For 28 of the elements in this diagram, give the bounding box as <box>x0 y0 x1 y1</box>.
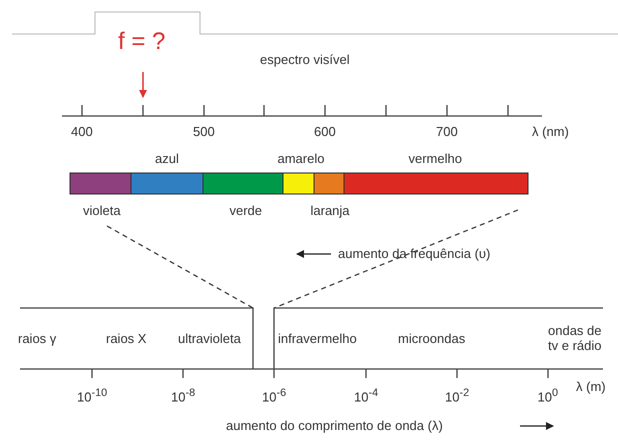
axis-label: λ (nm) <box>532 124 569 139</box>
color-name: amarelo <box>278 151 324 166</box>
region-label: raios X <box>106 331 146 346</box>
region-label: raios γ <box>18 331 56 346</box>
color-name: azul <box>155 151 179 166</box>
region-label: ultravioleta <box>178 331 241 346</box>
region-label: infravermelho <box>278 331 357 346</box>
color-name: vermelho <box>408 151 462 166</box>
region-label: microondas <box>398 331 466 346</box>
axis-label: λ (m) <box>576 379 606 394</box>
tick-label: 10$^{-8}$ <box>171 386 196 404</box>
annotation-text: aumento do comprimento de onda (λ) <box>226 418 443 433</box>
tick-label: 500 <box>193 124 215 139</box>
tick-label: 400 <box>71 124 93 139</box>
tick-label: 10$^{-2}$ <box>445 386 470 404</box>
annotation-text: aumento da frequência (υ) <box>338 246 490 261</box>
color-name: verde <box>230 203 262 218</box>
color-name: laranja <box>310 203 350 218</box>
tick-label: 10$^{0}$ <box>538 386 558 404</box>
color-name: violeta <box>83 203 121 218</box>
tick-label: 10$^{-4}$ <box>354 386 378 404</box>
tick-label: 600 <box>314 124 336 139</box>
spectrum-title: espectro visível <box>260 52 350 67</box>
tick-label: 10$^{-10}$ <box>77 386 108 404</box>
region-label: ondas de tv e rádio <box>548 323 602 353</box>
question-label: f = ? <box>118 28 166 56</box>
tick-label: 10$^{-6}$ <box>262 386 286 404</box>
tick-label: 700 <box>436 124 458 139</box>
